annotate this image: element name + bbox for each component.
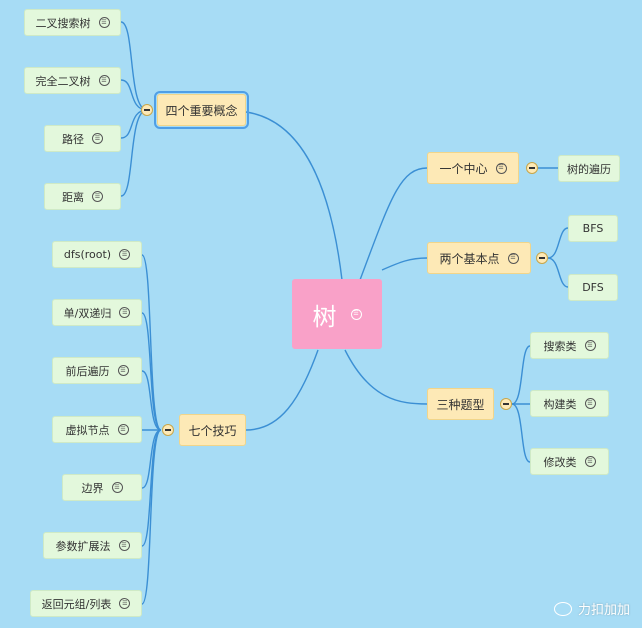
leaf-label: 单/双递归 xyxy=(63,306,112,320)
note-icon[interactable]: ☰ xyxy=(119,598,131,609)
leaf-param-extension[interactable]: 参数扩展法 ☰ xyxy=(43,532,142,559)
branch-basics[interactable]: 两个基本点 ☰ xyxy=(427,242,531,274)
leaf-label: dfs(root) xyxy=(63,248,112,261)
branch-label: 七个技巧 xyxy=(188,423,237,438)
leaf-label: BFS xyxy=(582,222,604,235)
leaf-search-type[interactable]: 搜索类 ☰ xyxy=(530,332,609,359)
leaf-label: 搜索类 xyxy=(543,339,577,353)
leaf-label: 二叉搜索树 xyxy=(35,16,91,30)
leaf-label: 构建类 xyxy=(543,397,577,411)
collapse-toggle[interactable] xyxy=(526,162,538,174)
branch-center[interactable]: 一个中心 ☰ xyxy=(427,152,519,184)
leaf-label: 路径 xyxy=(62,132,84,146)
note-icon[interactable]: ☰ xyxy=(507,252,519,264)
leaf-tree-traversal[interactable]: 树的遍历 xyxy=(558,155,620,182)
leaf-dummy-node[interactable]: 虚拟节点 ☰ xyxy=(52,416,142,443)
leaf-build-type[interactable]: 构建类 ☰ xyxy=(530,390,609,417)
note-icon[interactable]: ☰ xyxy=(117,424,129,435)
leaf-label: 距离 xyxy=(62,190,84,204)
note-icon[interactable]: ☰ xyxy=(111,482,123,493)
leaf-path[interactable]: 路径 ☰ xyxy=(44,125,121,152)
leaf-bfs[interactable]: BFS xyxy=(568,215,618,242)
watermark: 力扣加加 xyxy=(553,599,630,618)
collapse-toggle[interactable] xyxy=(141,104,153,116)
branch-types[interactable]: 三种题型 xyxy=(427,388,494,420)
watermark-text: 力扣加加 xyxy=(577,603,630,618)
leaf-traversal-order[interactable]: 前后遍历 ☰ xyxy=(52,357,142,384)
collapse-toggle[interactable] xyxy=(162,424,174,436)
root-node[interactable]: 树 ☰ xyxy=(292,279,382,349)
leaf-label: 边界 xyxy=(81,481,104,495)
leaf-label: 完全二叉树 xyxy=(35,74,91,88)
leaf-label: DFS xyxy=(582,281,604,294)
collapse-toggle[interactable] xyxy=(536,252,548,264)
branch-label: 三种题型 xyxy=(436,397,485,412)
note-icon[interactable]: ☰ xyxy=(98,75,110,86)
chat-bubble-icon xyxy=(553,601,572,616)
leaf-label: 虚拟节点 xyxy=(65,423,110,437)
branch-concepts[interactable]: 四个重要概念 xyxy=(154,91,249,129)
branch-label: 一个中心 xyxy=(439,161,488,176)
leaf-complete-bt[interactable]: 完全二叉树 ☰ xyxy=(24,67,121,94)
leaf-label: 参数扩展法 xyxy=(55,539,111,553)
note-icon[interactable]: ☰ xyxy=(350,308,362,320)
note-icon[interactable]: ☰ xyxy=(92,133,103,144)
leaf-bst[interactable]: 二叉搜索树 ☰ xyxy=(24,9,121,36)
leaf-label: 前后遍历 xyxy=(65,364,110,378)
note-icon[interactable]: ☰ xyxy=(495,162,507,174)
leaf-recursion[interactable]: 单/双递归 ☰ xyxy=(52,299,142,326)
leaf-distance[interactable]: 距离 ☰ xyxy=(44,183,121,210)
note-icon[interactable]: ☰ xyxy=(92,191,103,202)
leaf-boundary[interactable]: 边界 ☰ xyxy=(62,474,142,501)
note-icon[interactable]: ☰ xyxy=(584,398,596,409)
leaf-dfs[interactable]: DFS xyxy=(568,274,618,301)
leaf-label: 返回元组/列表 xyxy=(41,597,112,611)
branch-label: 两个基本点 xyxy=(439,251,500,266)
leaf-label: 修改类 xyxy=(543,455,577,469)
collapse-toggle[interactable] xyxy=(500,398,512,410)
note-icon[interactable]: ☰ xyxy=(119,249,131,260)
note-icon[interactable]: ☰ xyxy=(584,456,596,467)
root-label: 树 xyxy=(312,302,337,331)
note-icon[interactable]: ☰ xyxy=(118,540,130,551)
note-icon[interactable]: ☰ xyxy=(119,307,131,318)
note-icon[interactable]: ☰ xyxy=(584,340,596,351)
leaf-dfs-root[interactable]: dfs(root) ☰ xyxy=(52,241,142,268)
note-icon[interactable]: ☰ xyxy=(117,365,129,376)
leaf-label: 树的遍历 xyxy=(567,162,611,176)
branch-tips[interactable]: 七个技巧 xyxy=(179,414,246,446)
branch-label: 四个重要概念 xyxy=(165,103,238,118)
leaf-return-tuple[interactable]: 返回元组/列表 ☰ xyxy=(30,590,142,617)
note-icon[interactable]: ☰ xyxy=(98,17,110,28)
leaf-modify-type[interactable]: 修改类 ☰ xyxy=(530,448,609,475)
